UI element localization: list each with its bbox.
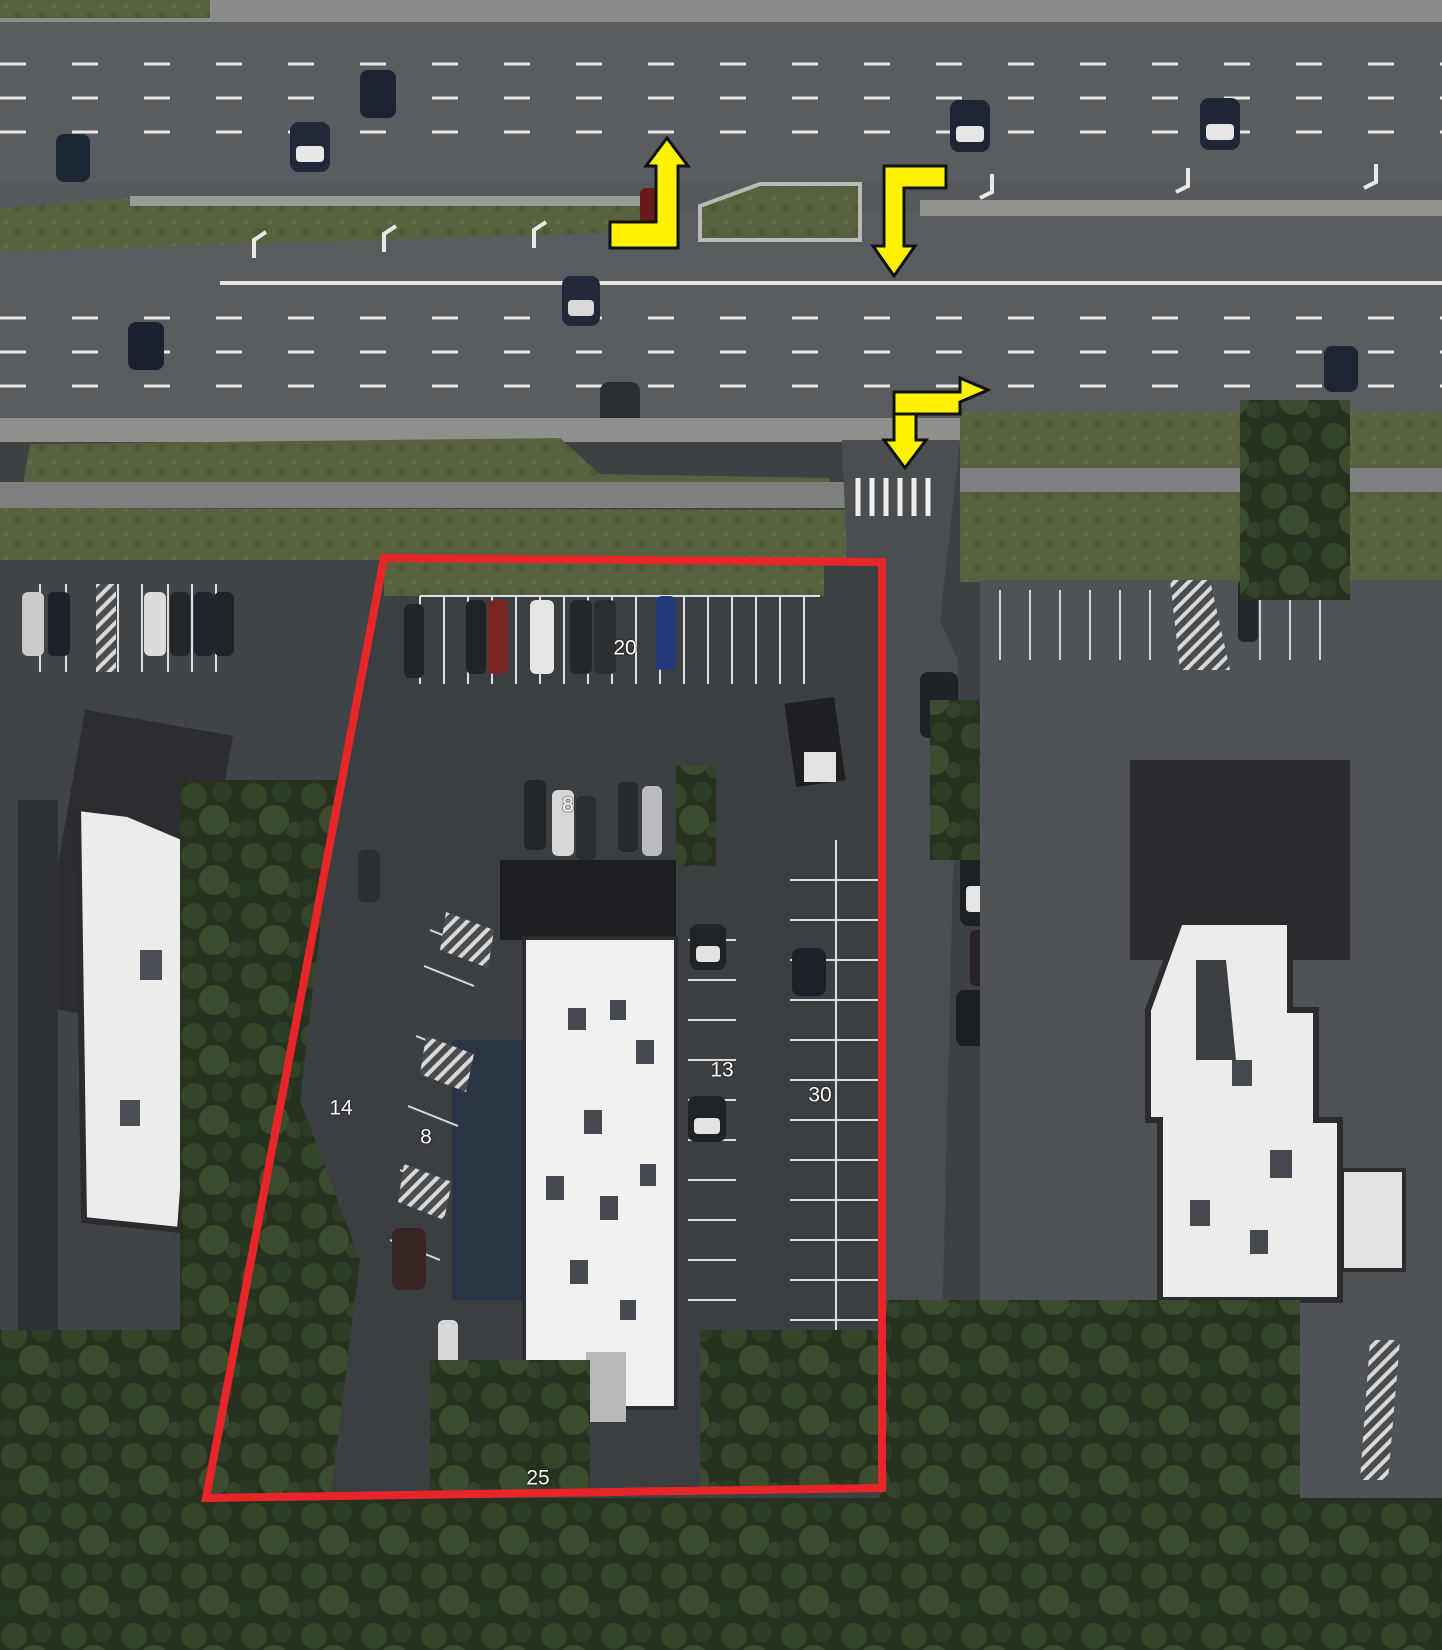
east-south-trees <box>1060 1300 1300 1500</box>
east-building-wing <box>1340 1168 1406 1272</box>
south-grass-east <box>960 412 1442 472</box>
site-southeast-trees <box>700 1330 882 1490</box>
east-outer-stalls <box>790 840 880 1330</box>
pavement-turn-arrows <box>252 164 1378 258</box>
east-lot-hatch-south <box>1360 1340 1400 1480</box>
east-building-gable <box>1196 960 1236 1060</box>
east-lot-stalls <box>999 590 1321 660</box>
center-north-cars <box>524 780 662 860</box>
lower-sidewalk-east <box>960 468 1442 492</box>
parking-count-west-inner: 8 <box>420 1125 432 1149</box>
center-median <box>0 196 640 252</box>
site-south-trees <box>430 1360 590 1490</box>
south-woodland <box>180 1498 1442 1650</box>
median-west-curb <box>130 196 640 206</box>
east-lot-trees <box>1240 400 1350 600</box>
parking-count-north-row: 20 <box>613 636 637 660</box>
arrow-left-turn-north[interactable] <box>608 135 691 250</box>
median-east <box>920 200 1442 216</box>
parking-count-east-outer: 30 <box>808 1083 832 1107</box>
west-building-rooftop-unit-2 <box>120 1100 140 1126</box>
site-boundary <box>201 553 886 1503</box>
parking-count-west-edge: 14 <box>329 1096 353 1120</box>
north-row-cars <box>404 596 676 678</box>
east-building-rooftop-units <box>1190 1060 1292 1254</box>
east-lot-island-hatch <box>1170 580 1230 670</box>
frontage-grass-east <box>960 492 1442 582</box>
west-aisle-hatch-1 <box>440 912 494 968</box>
main-building-rooftop-units <box>546 1000 656 1320</box>
west-aisle-car-3 <box>358 850 380 902</box>
median-island <box>698 182 862 242</box>
parking-count-east-inner: 13 <box>710 1058 734 1082</box>
arrow-right-turn-south[interactable] <box>870 164 948 279</box>
west-parking-column <box>18 800 58 1340</box>
west-lot-cars <box>22 592 234 656</box>
parking-count-south: 25 <box>526 1466 550 1490</box>
main-building-canopy <box>500 860 676 940</box>
north-sidewalk <box>0 0 1442 24</box>
arrow-exit-south[interactable] <box>881 412 929 471</box>
east-aisle-cars <box>688 924 826 1142</box>
lower-sidewalk <box>0 482 860 508</box>
site-kiosk-roof <box>804 752 836 782</box>
west-aisle-car-1 <box>392 1228 426 1290</box>
west-building-rooftop-unit <box>140 950 162 980</box>
west-lot-handicap-hatch <box>96 584 116 672</box>
site-north-landscape <box>384 560 824 596</box>
parking-count-center-north: 8 <box>562 793 574 817</box>
north-grass-strip <box>0 0 210 18</box>
west-aisle-hatch-2 <box>420 1036 474 1092</box>
main-building-roof <box>522 936 678 1410</box>
west-aisle-hatch-3 <box>398 1164 452 1220</box>
main-building-south-annex <box>586 1352 626 1422</box>
crosswalk <box>855 478 931 516</box>
center-landscape-island <box>676 766 716 866</box>
road-south-lanes <box>0 212 1442 417</box>
lane-markings <box>0 62 1442 388</box>
